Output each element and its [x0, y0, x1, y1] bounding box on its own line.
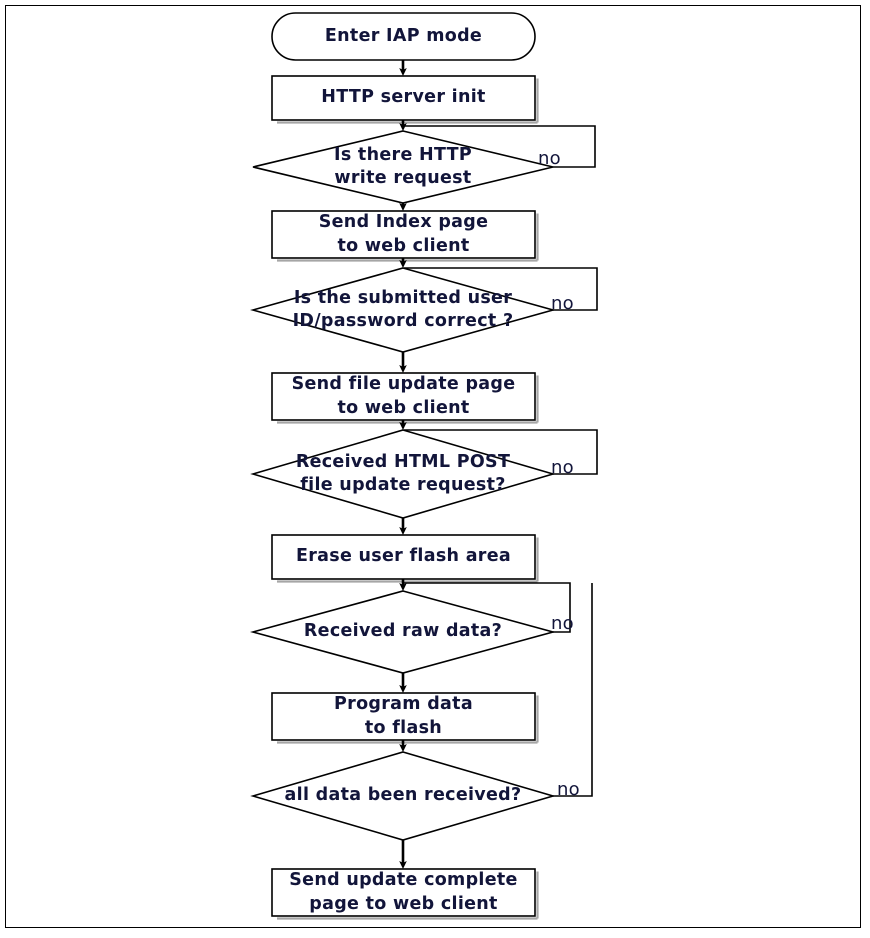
node-is-user-id-password-correct	[250, 267, 556, 353]
node-erase-user-flash-area	[271, 534, 536, 580]
node-program-data-to-flash	[271, 692, 536, 741]
node-received-raw-data	[249, 590, 557, 674]
node-received-html-post-file-update-request	[250, 429, 556, 519]
node-send-index-page	[271, 210, 536, 259]
loop-no-received-raw-data	[404, 582, 571, 633]
loop-no-id-password-correct	[404, 267, 598, 311]
edge-label-no-id-password-correct: no	[551, 293, 574, 314]
shape-shadows	[277, 78, 539, 920]
loop-no-all-data-received	[553, 583, 593, 797]
node-enter-iap-mode	[271, 12, 536, 61]
no-loop-paths	[404, 125, 598, 797]
node-send-update-complete-page	[271, 868, 536, 917]
node-all-data-been-received	[250, 751, 556, 841]
node-is-there-http-write-request	[252, 130, 554, 204]
edge-label-no-received-raw-data: no	[551, 613, 574, 634]
node-send-file-update-page	[271, 372, 536, 421]
node-http-server-init	[271, 75, 536, 121]
edge-label-no-html-post-request: no	[551, 457, 574, 478]
loop-no-html-post-request	[404, 429, 598, 475]
loop-no-http-write-request	[404, 125, 596, 168]
edge-label-no-http-write-request: no	[538, 148, 561, 169]
edge-label-no-all-data-received: no	[557, 779, 580, 800]
shape-outlines	[249, 12, 557, 917]
